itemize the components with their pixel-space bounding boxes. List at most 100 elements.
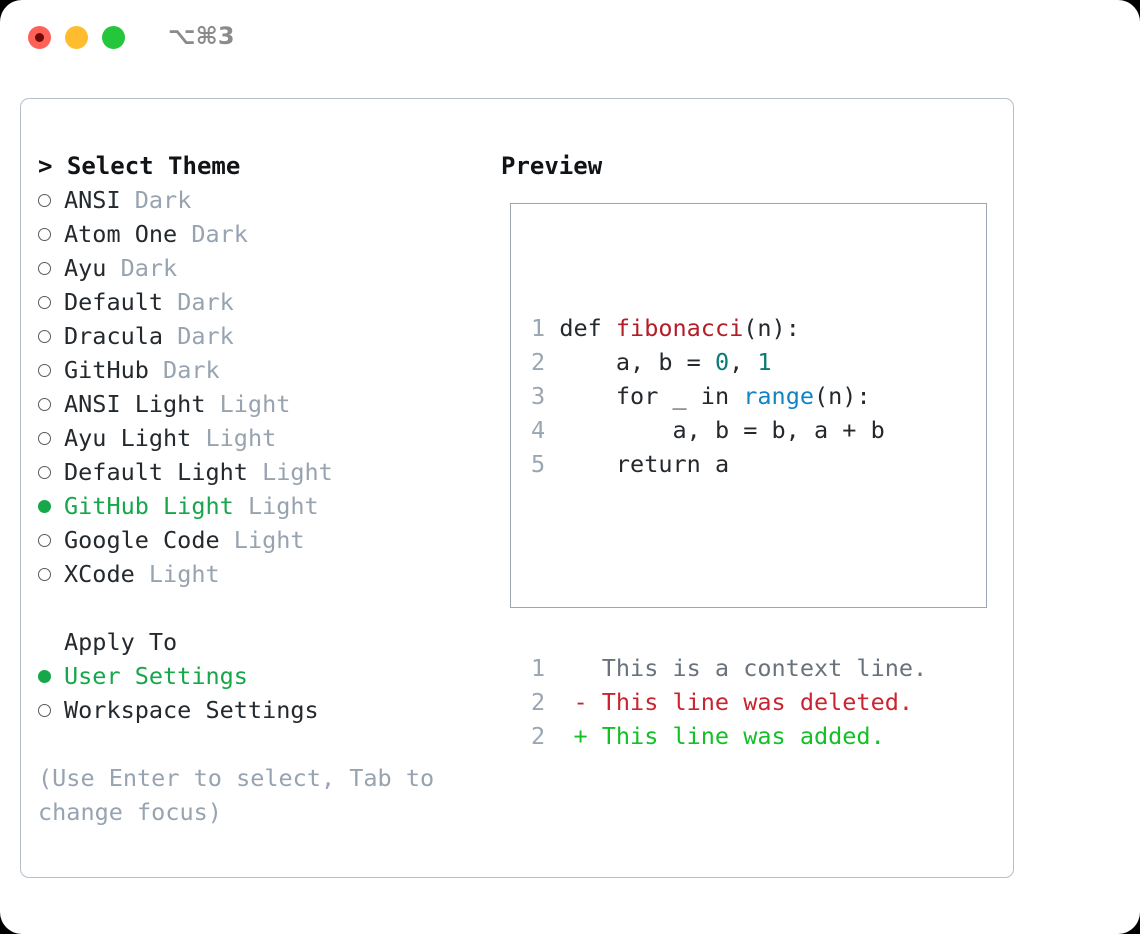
- radio-unselected-icon[interactable]: [38, 251, 64, 285]
- radio-bullet: [38, 466, 51, 479]
- code-token: 1: [757, 348, 772, 376]
- radio-unselected-icon[interactable]: [38, 217, 64, 251]
- diff-text: This is a context line.: [601, 654, 928, 682]
- code-line: 3 for _ in range(n):: [531, 379, 927, 413]
- code-token: for _ in: [559, 382, 744, 410]
- radio-selected-icon[interactable]: [38, 489, 64, 523]
- diff-sample-block: 1 This is a context line. 2 - This line w…: [531, 651, 927, 753]
- code-token: ,: [729, 348, 758, 376]
- apply-to-option[interactable]: User Settings: [38, 659, 488, 693]
- radio-unselected-icon[interactable]: [38, 319, 64, 353]
- keyboard-hint-text: (Use Enter to select, Tab to change focu…: [38, 764, 435, 826]
- diff-marker: -: [545, 688, 602, 716]
- line-number: 2: [531, 348, 546, 376]
- theme-list-item[interactable]: Ayu Light Light: [38, 421, 488, 455]
- theme-name-label: ANSI Light: [64, 390, 206, 418]
- radio-unselected-icon[interactable]: [38, 285, 64, 319]
- theme-list-item[interactable]: Atom One Dark: [38, 217, 488, 251]
- line-number: 3: [531, 382, 546, 410]
- radio-bullet: [38, 262, 51, 275]
- radio-bullet: [38, 670, 51, 683]
- theme-variant-tag: Dark: [134, 186, 192, 214]
- radio-unselected-icon[interactable]: [38, 387, 64, 421]
- theme-name-label: Atom One: [64, 220, 178, 248]
- theme-variant-tag: Dark: [191, 220, 248, 248]
- radio-unselected-icon[interactable]: [38, 557, 64, 591]
- select-theme-header: > Select Theme: [38, 152, 241, 180]
- line-number: 5: [531, 450, 546, 478]
- theme-name-label: GitHub Light: [64, 492, 234, 520]
- code-line: 2 a, b = 0, 1: [531, 345, 927, 379]
- code-line: 1 def fibonacci(n):: [531, 311, 927, 345]
- theme-list-item[interactable]: GitHub Dark: [38, 353, 488, 387]
- line-number: 1: [531, 314, 546, 342]
- radio-bullet: [38, 330, 51, 343]
- theme-variant-tag: Dark: [177, 288, 234, 316]
- theme-name-label: ANSI: [64, 186, 121, 214]
- apply-to-label: User Settings: [64, 662, 248, 690]
- code-token: range: [743, 382, 814, 410]
- theme-variant-tag: Light: [205, 424, 277, 452]
- code-line: 5 return a: [531, 447, 927, 481]
- radio-unselected-icon[interactable]: [38, 523, 64, 557]
- maximize-button[interactable]: [102, 26, 125, 49]
- radio-bullet: [38, 500, 51, 513]
- theme-variant-tag: Dark: [163, 356, 220, 384]
- radio-bullet: [38, 568, 51, 581]
- radio-unselected-icon[interactable]: [38, 353, 64, 387]
- theme-variant-tag: Light: [247, 492, 319, 520]
- radio-unselected-icon[interactable]: [38, 183, 64, 217]
- radio-unselected-icon[interactable]: [38, 693, 64, 727]
- diff-line: 2 + This line was added.: [531, 719, 927, 753]
- theme-list-item[interactable]: XCode Light: [38, 557, 488, 591]
- theme-variant-tag: Light: [233, 526, 305, 554]
- apply-to-header: Apply To: [64, 628, 178, 656]
- theme-list-item[interactable]: Dracula Dark: [38, 319, 488, 353]
- theme-list-item[interactable]: Default Light Light: [38, 455, 488, 489]
- apply-to-option[interactable]: Workspace Settings: [38, 693, 488, 727]
- diff-marker: +: [545, 722, 602, 750]
- radio-unselected-icon[interactable]: [38, 421, 64, 455]
- radio-bullet: [38, 534, 51, 547]
- theme-list-item[interactable]: Google Code Light: [38, 523, 488, 557]
- theme-variant-tag: Light: [219, 390, 291, 418]
- radio-bullet: [38, 296, 51, 309]
- code-token: a, b = b, a + b: [559, 416, 885, 444]
- line-number: 2: [531, 722, 546, 750]
- theme-name-label: Default: [64, 288, 164, 316]
- code-token: 0: [714, 348, 730, 376]
- theme-list-item[interactable]: GitHub Light Light: [38, 489, 488, 523]
- theme-list-item[interactable]: ANSI Dark: [38, 183, 488, 217]
- theme-name-label: Google Code: [64, 526, 220, 554]
- radio-bullet: [38, 704, 51, 717]
- theme-name-label: Ayu: [64, 254, 107, 282]
- radio-selected-icon[interactable]: [38, 659, 64, 693]
- keyboard-shortcut-label: ⌥⌘3: [168, 22, 235, 50]
- diff-text: This line was deleted.: [601, 688, 914, 716]
- theme-list-item[interactable]: Default Dark: [38, 285, 488, 319]
- radio-bullet: [38, 228, 51, 241]
- code-token: (n):: [743, 314, 800, 342]
- theme-list-item[interactable]: ANSI Light Light: [38, 387, 488, 421]
- theme-variant-tag: Dark: [177, 322, 234, 350]
- line-number: 1: [531, 654, 546, 682]
- minimize-button[interactable]: [65, 26, 88, 49]
- theme-list-item[interactable]: Ayu Dark: [38, 251, 488, 285]
- code-token: (n):: [814, 382, 871, 410]
- radio-unselected-icon[interactable]: [38, 455, 64, 489]
- theme-name-label: XCode: [64, 560, 135, 588]
- preview-title: Preview: [501, 152, 603, 180]
- close-button[interactable]: [28, 26, 51, 49]
- window-controls: [28, 26, 125, 49]
- line-number: 4: [531, 416, 546, 444]
- title-bar: ⌥⌘3: [0, 0, 1140, 78]
- code-token: fibonacci: [615, 314, 744, 342]
- radio-bullet: [38, 194, 51, 207]
